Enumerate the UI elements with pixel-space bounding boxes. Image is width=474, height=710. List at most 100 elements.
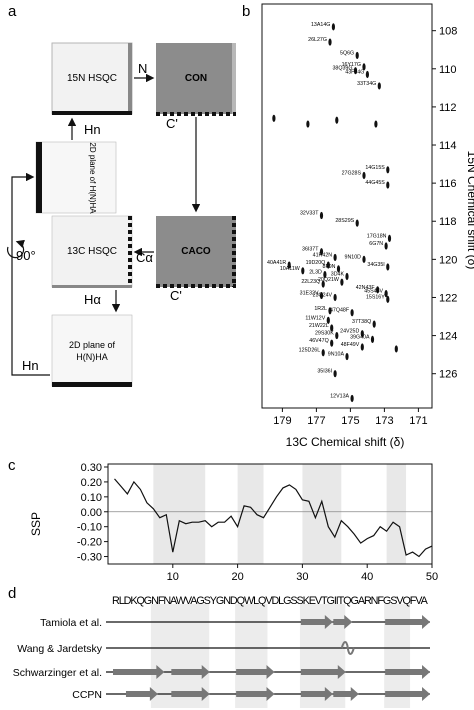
nmr-peak-label: 34G35I: [367, 262, 384, 268]
nmr-peak: [326, 316, 330, 324]
nmr-peak: [386, 166, 390, 174]
nmr-peak: [376, 286, 380, 294]
nmr-peak-label: 15S16Y: [366, 294, 385, 300]
nmr-peak-label: 48F49V: [341, 342, 360, 348]
ssp-shaded-region: [386, 464, 407, 564]
label-arrow-halpha: Hα: [84, 292, 101, 307]
nmr-peak: [370, 335, 375, 343]
nmr-y-tick-label: 112: [439, 102, 457, 114]
nmr-peak-label: 45S46V: [364, 289, 383, 295]
label-con: CON: [185, 73, 207, 84]
ss-method-label: Schwarzinger et al.: [13, 667, 102, 679]
ss-strand-arrow: [385, 615, 431, 629]
nmr-peak-label: 28S29S: [335, 218, 354, 224]
nmr-peak-label: 37T38Q: [352, 319, 371, 325]
nmr-peak: [333, 293, 337, 302]
nmr-peak: [374, 120, 378, 128]
nmr-peak: [331, 23, 335, 31]
nmr-peak: [365, 70, 369, 79]
ss-method-label: CCPN: [72, 689, 102, 701]
nmr-peak-label: 6G7N: [369, 241, 383, 247]
nmr-peak: [321, 280, 325, 288]
ssp-y-tick-label: 0.20: [81, 477, 102, 489]
ss-strand-arrow: [171, 687, 210, 701]
label-arrow-n: N: [138, 61, 147, 76]
ss-strand-arrow: [300, 615, 333, 629]
nmr-peak-label: 43F44G: [345, 70, 364, 76]
label-13c-hsqc: 13C HSQC: [67, 246, 117, 257]
nmr-peak-label: 17G18N: [367, 233, 387, 239]
panel-a-letter: a: [8, 3, 17, 20]
nmr-peak: [360, 343, 364, 351]
nmr-peak: [345, 272, 349, 281]
nmr-y-tick-label: 110: [439, 64, 457, 76]
nmr-peak-label: 38Q39G: [332, 66, 352, 72]
nmr-peak: [319, 291, 324, 300]
nmr-peak-label: 33T34G: [357, 81, 376, 87]
nmr-peak-label: 44G45S: [365, 180, 385, 186]
nmr-peak: [333, 253, 337, 262]
nmr-peak-label: 39G40A: [350, 334, 370, 340]
ss-strand-arrow: [385, 687, 431, 701]
nmr-peak-label: 24V25D: [340, 329, 359, 335]
label-plane-top: 2D plane of H(N)HA: [88, 142, 97, 214]
nmr-peak-label: 46V47Q: [309, 338, 328, 344]
ssp-series-line: [114, 478, 433, 558]
ss-strand-arrow: [300, 687, 333, 701]
ss-strand-arrow: [113, 665, 165, 679]
nmr-peak-label: 27G28S: [342, 171, 362, 177]
ss-shaded-region: [235, 604, 268, 708]
label-plane-bottom-2: H(N)HA: [76, 352, 108, 362]
ss-method-label: Tamiola et al.: [40, 617, 102, 629]
label-arrow-c-prime-top: C': [166, 116, 178, 131]
nmr-peak-label: 40A41R: [267, 260, 286, 266]
nmr-peak: [350, 309, 354, 317]
label-plane-bottom-1: 2D plane of: [69, 340, 116, 350]
nmr-y-tick-label: 126: [439, 369, 457, 381]
nmr-peak: [362, 255, 366, 263]
nmr-peak: [377, 82, 381, 90]
ss-strand-arrow: [171, 665, 210, 679]
nmr-peak: [321, 349, 325, 357]
nmr-peak: [335, 116, 339, 124]
nmr-peak: [328, 307, 332, 315]
ssp-shaded-region: [153, 464, 206, 564]
nmr-peak-label: 3D4K: [331, 272, 345, 278]
nmr-y-tick-label: 118: [439, 216, 457, 228]
nmr-peak: [353, 67, 358, 75]
nmr-peak: [345, 352, 349, 361]
ssp-y-tick-label: 0.10: [81, 492, 102, 504]
nmr-peak-label: 31E32V: [300, 291, 319, 297]
nmr-x-tick-label: 173: [375, 415, 393, 427]
nmr-peak: [386, 295, 390, 303]
nmr-peak: [323, 271, 327, 279]
nmr-y-tick-label: 116: [439, 178, 457, 190]
nmr-peak-label: 29S30K: [315, 331, 334, 337]
nmr-peak: [301, 267, 305, 275]
nmr-peak: [362, 63, 366, 71]
ssp-shaded-region: [302, 464, 342, 564]
ssp-y-label: SSP: [29, 512, 43, 536]
nmr-peak-label: 41R42N: [313, 252, 333, 258]
nmr-frame: [261, 3, 433, 409]
ssp-x-tick-label: 40: [361, 571, 373, 583]
nmr-x-tick-label: 177: [307, 415, 325, 427]
nmr-peak-label: 14G15S: [365, 165, 385, 171]
box-15n-hsqc: 15N HSQC: [51, 42, 133, 115]
nmr-peak-label: 9N10A: [328, 352, 345, 358]
nmr-x-tick-label: 179: [273, 415, 291, 427]
box-con: CON: [156, 43, 236, 116]
nmr-y-tick-label: 108: [439, 26, 457, 38]
nmr-y-tick-label: 114: [439, 140, 457, 152]
nmr-peak: [306, 120, 310, 128]
nmr-peak: [384, 242, 388, 250]
ss-method-label: Wang & Jardetsky: [17, 643, 103, 655]
ssp-x-tick-label: 20: [231, 571, 243, 583]
nmr-peak-label: 35I36I: [317, 369, 332, 375]
nmr-peak: [328, 38, 332, 46]
label-arrow-calpha: Cα: [136, 250, 153, 265]
ss-strand-arrow: [236, 687, 275, 701]
ss-helix-turn: [340, 641, 355, 655]
